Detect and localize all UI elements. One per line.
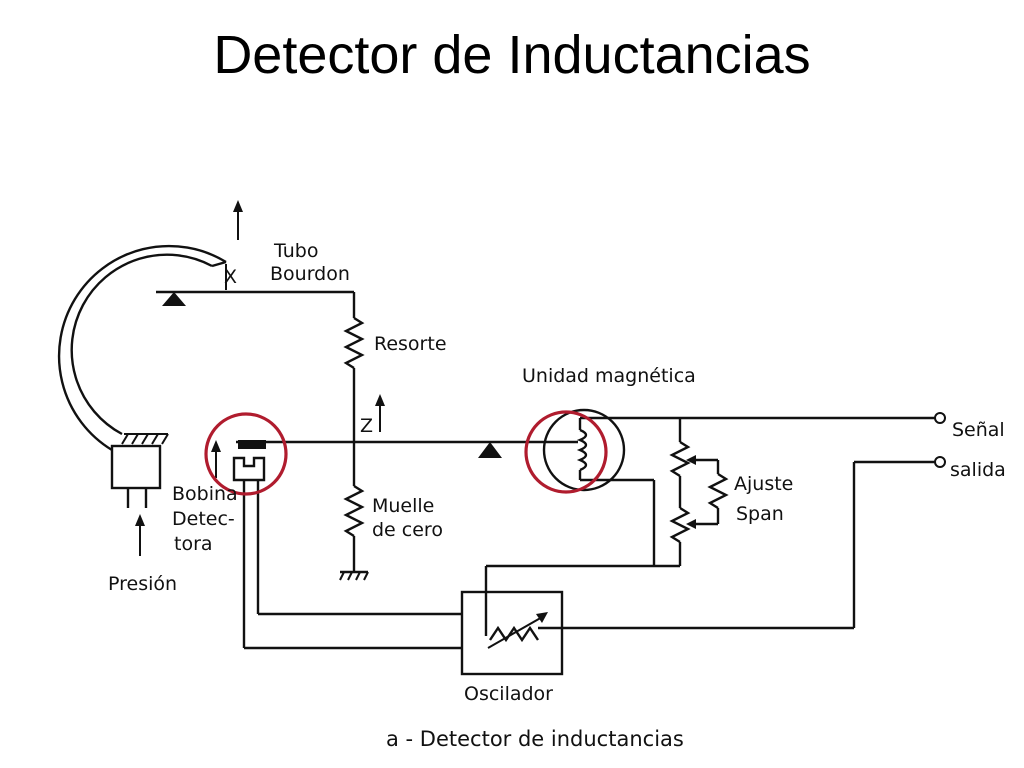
label-tubo: Tubo [273,240,318,262]
label-x: X [224,266,237,288]
main-fulcrum-icon [478,442,502,458]
x-arrow-icon [225,200,243,290]
bourdon-socket [110,433,169,508]
label-senal: Señal [952,419,1005,441]
label-ajuste: Ajuste [734,473,793,495]
label-bourdon: Bourdon [270,263,350,285]
pressure-arrow-icon [135,514,145,556]
label-unidad-magnetica: Unidad magnética [522,365,696,387]
resorte-spring [343,292,365,442]
span-adjust-network [654,418,729,568]
slide-title: Detector de Inductancias [213,25,811,85]
label-presion: Presión [108,573,177,595]
label-resorte: Resorte [374,333,447,355]
label-oscilador: Oscilador [464,683,553,705]
label-tora: tora [174,533,213,555]
label-muelle: Muelle [372,495,434,517]
label-span: Span [736,503,784,525]
label-salida: salida [950,459,1006,481]
output-terminals [852,412,946,628]
bourdon-tube [57,244,227,452]
oscillator-box [460,564,854,676]
diagram-caption: a - Detector de inductancias [386,727,684,751]
coil-wiring [242,480,462,650]
main-lever [236,440,578,458]
z-arrow-icon [375,394,385,432]
label-detec: Detec- [172,508,235,530]
highlight-circle-magnetic-unit [524,410,608,494]
label-de-cero: de cero [372,519,443,541]
label-bobina: Bobina [172,483,238,505]
muelle-de-cero-spring [339,442,369,581]
detector-coil [211,440,266,482]
highlight-circle-detector-coil [204,412,288,496]
top-fulcrum-icon [162,292,186,306]
label-z: Z [360,415,373,437]
top-lever [156,290,354,306]
